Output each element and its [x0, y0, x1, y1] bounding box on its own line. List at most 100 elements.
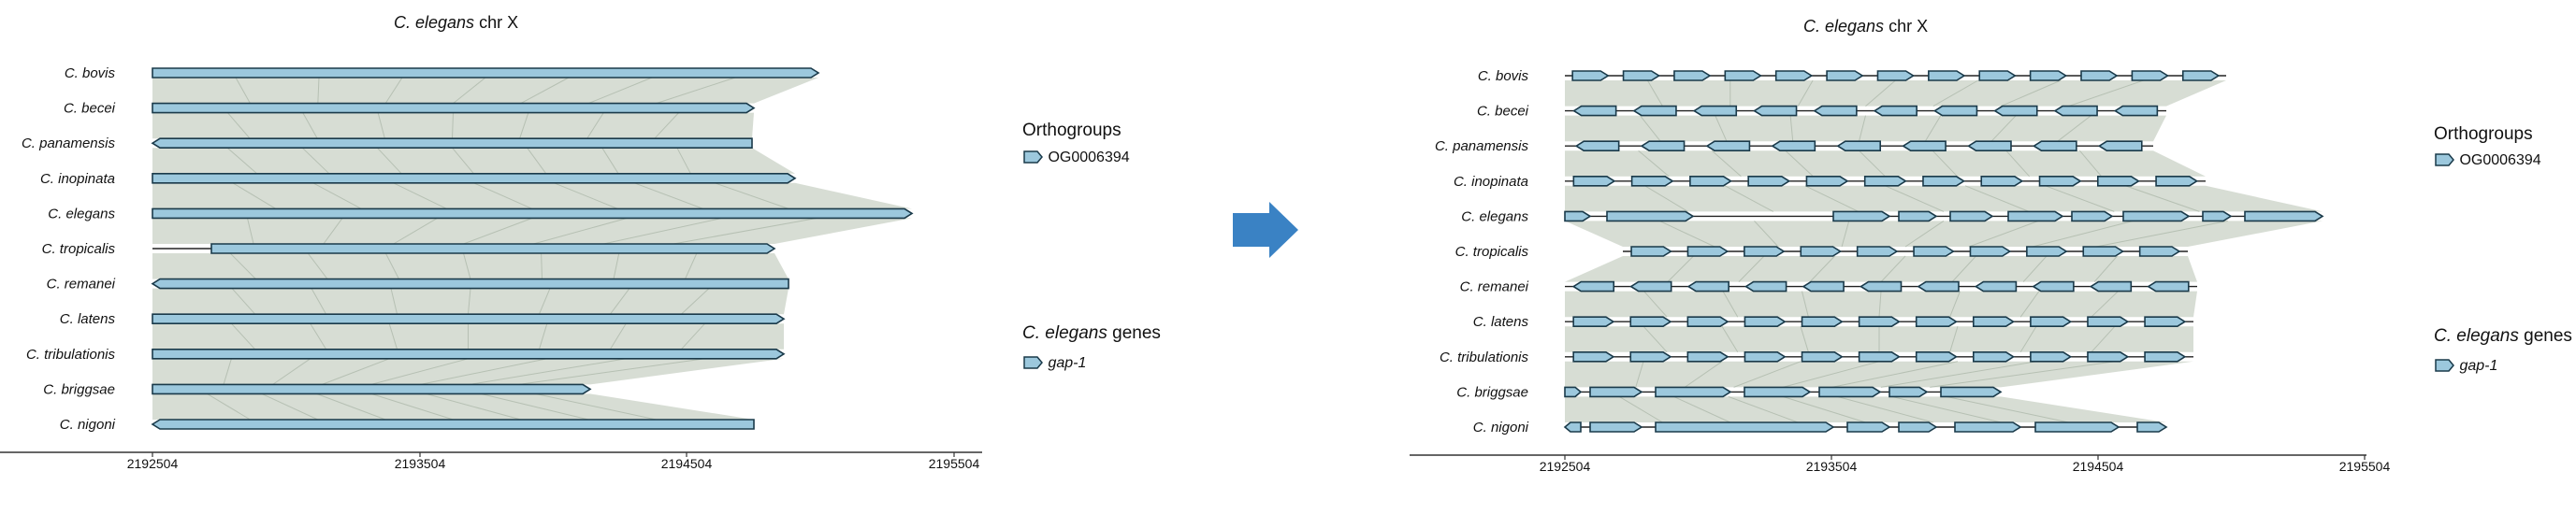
ribbon-striation: [311, 288, 327, 315]
species-track: C. bovis: [65, 65, 820, 81]
gene-arrow: [152, 348, 786, 360]
tick-label: 2194504: [2073, 459, 2124, 474]
ribbon-striation: [420, 358, 547, 385]
ribbon-striation: [609, 288, 630, 315]
gene-arrow: [1589, 421, 1643, 433]
ribbon-striation: [322, 358, 390, 385]
ribbon-striation: [232, 182, 277, 209]
ribbon-striation: [235, 77, 251, 104]
species-track: C. remanei: [47, 277, 789, 293]
ribbon-striation: [533, 217, 628, 245]
ribbon-striation: [2091, 291, 2119, 318]
species-label: C. inopinata: [40, 171, 115, 187]
genes-title-species: C. elegans: [2434, 326, 2519, 346]
species-track: C. becei: [1477, 104, 2166, 120]
tick-label: 2195504: [929, 456, 980, 471]
ribbon-striation: [1885, 185, 1945, 212]
gene-arrow: [1846, 421, 1891, 433]
ribbon-striation: [2093, 255, 2118, 282]
species-track: C. tribulationis: [26, 347, 786, 363]
tick-label: 2192504: [1540, 459, 1591, 474]
ribbon-striation: [1754, 221, 1779, 248]
gene-arrow: [152, 207, 914, 220]
gene-arrow: [1629, 316, 1672, 328]
gene-arrow: [1818, 386, 1882, 398]
species-label: C. tropicalis: [42, 241, 116, 257]
synteny-ribbon: [1565, 115, 2166, 142]
species-label: C. tribulationis: [26, 347, 116, 363]
gene-arrow: [2144, 316, 2187, 328]
ribbon-striation: [586, 112, 604, 139]
gene-arrow: [2034, 421, 2120, 433]
ribbon-striation: [1673, 395, 1731, 423]
ribbon-striation: [1667, 255, 1694, 282]
synteny-ribbon: [1565, 361, 2193, 388]
synteny-ribbon: [152, 148, 795, 174]
ribbon-striation: [2045, 185, 2115, 212]
ribbon-striation: [1635, 361, 1644, 388]
gene-arrow: [1889, 386, 1929, 398]
ribbon-striation: [426, 393, 521, 421]
gene-arrow: [151, 278, 789, 290]
gene-arrow: [1572, 105, 1617, 117]
ribbon-striation: [1738, 255, 1765, 282]
gene-arrow: [1813, 105, 1858, 117]
ribbon-striation: [518, 358, 705, 385]
legend-orthogroups-title: Orthogroups: [2434, 124, 2533, 144]
gene-arrow: [1898, 421, 1938, 433]
gene-arrow: [1655, 421, 1835, 433]
ribbon-striation: [377, 112, 385, 139]
ribbon-striation: [301, 147, 330, 175]
ribbon-striation: [1804, 185, 1860, 212]
ribbon-striation: [2019, 291, 2040, 318]
ribbon-striation: [1880, 361, 2037, 388]
ribbon-striation: [1711, 150, 1742, 178]
tick-label: 2193504: [1806, 459, 1858, 474]
ribbon-striation: [714, 182, 789, 209]
ribbon-striation: [541, 252, 543, 279]
gene-arrow: [1564, 210, 1592, 222]
ribbon-striation: [480, 393, 589, 421]
gene-arrow: [1686, 350, 1729, 363]
ribbon-striation: [609, 322, 627, 350]
gene-arrow: [1974, 280, 2018, 293]
gene-arrow: [152, 173, 797, 184]
ribbon-striation: [1831, 361, 1959, 388]
orthogroup-label: OG0006394: [1048, 150, 1130, 165]
species-label: C. briggsae: [43, 381, 115, 397]
species-track: C. briggsae: [1456, 384, 2003, 400]
ribbon-striation: [323, 218, 343, 245]
ribbon-striation: [272, 358, 311, 385]
gene-arrow: [2026, 246, 2068, 257]
ribbon-striation: [316, 393, 386, 421]
ribbon-striation: [2032, 220, 2134, 248]
species-track: C. panamensis: [1435, 138, 2153, 154]
ribbon-striation: [1684, 361, 1723, 388]
species-label: C. remanei: [1460, 279, 1529, 295]
ribbon-striation: [538, 288, 551, 315]
ribbon-striation: [1859, 115, 1866, 142]
ribbon-striation: [452, 112, 454, 139]
gene-arrow: [2071, 210, 2114, 222]
gene-arrow: [1928, 70, 1966, 81]
gene-arrow: [1902, 140, 1946, 151]
ribbon-striation: [1728, 395, 1799, 423]
ribbon-striation: [2005, 150, 2030, 178]
gene-arrow: [1973, 316, 2016, 328]
gene-arrow: [2138, 246, 2181, 257]
gene-arrow: [1606, 210, 1695, 222]
ribbon-striation: [1800, 326, 1809, 352]
gene-arrow: [1771, 140, 1816, 151]
species-label: C. bovis: [1478, 68, 1529, 84]
species-label: C. latens: [1473, 314, 1529, 330]
ribbon-striation: [685, 252, 698, 279]
ribbon-striation: [1618, 395, 1663, 423]
gene-arrow-icon: [2435, 153, 2454, 166]
gene-arrow: [1630, 246, 1672, 257]
synteny-ribbon: [152, 358, 784, 385]
species-label: C. becei: [64, 101, 116, 117]
gene-arrow: [1571, 280, 1615, 293]
gene-arrow: [1978, 70, 2017, 81]
